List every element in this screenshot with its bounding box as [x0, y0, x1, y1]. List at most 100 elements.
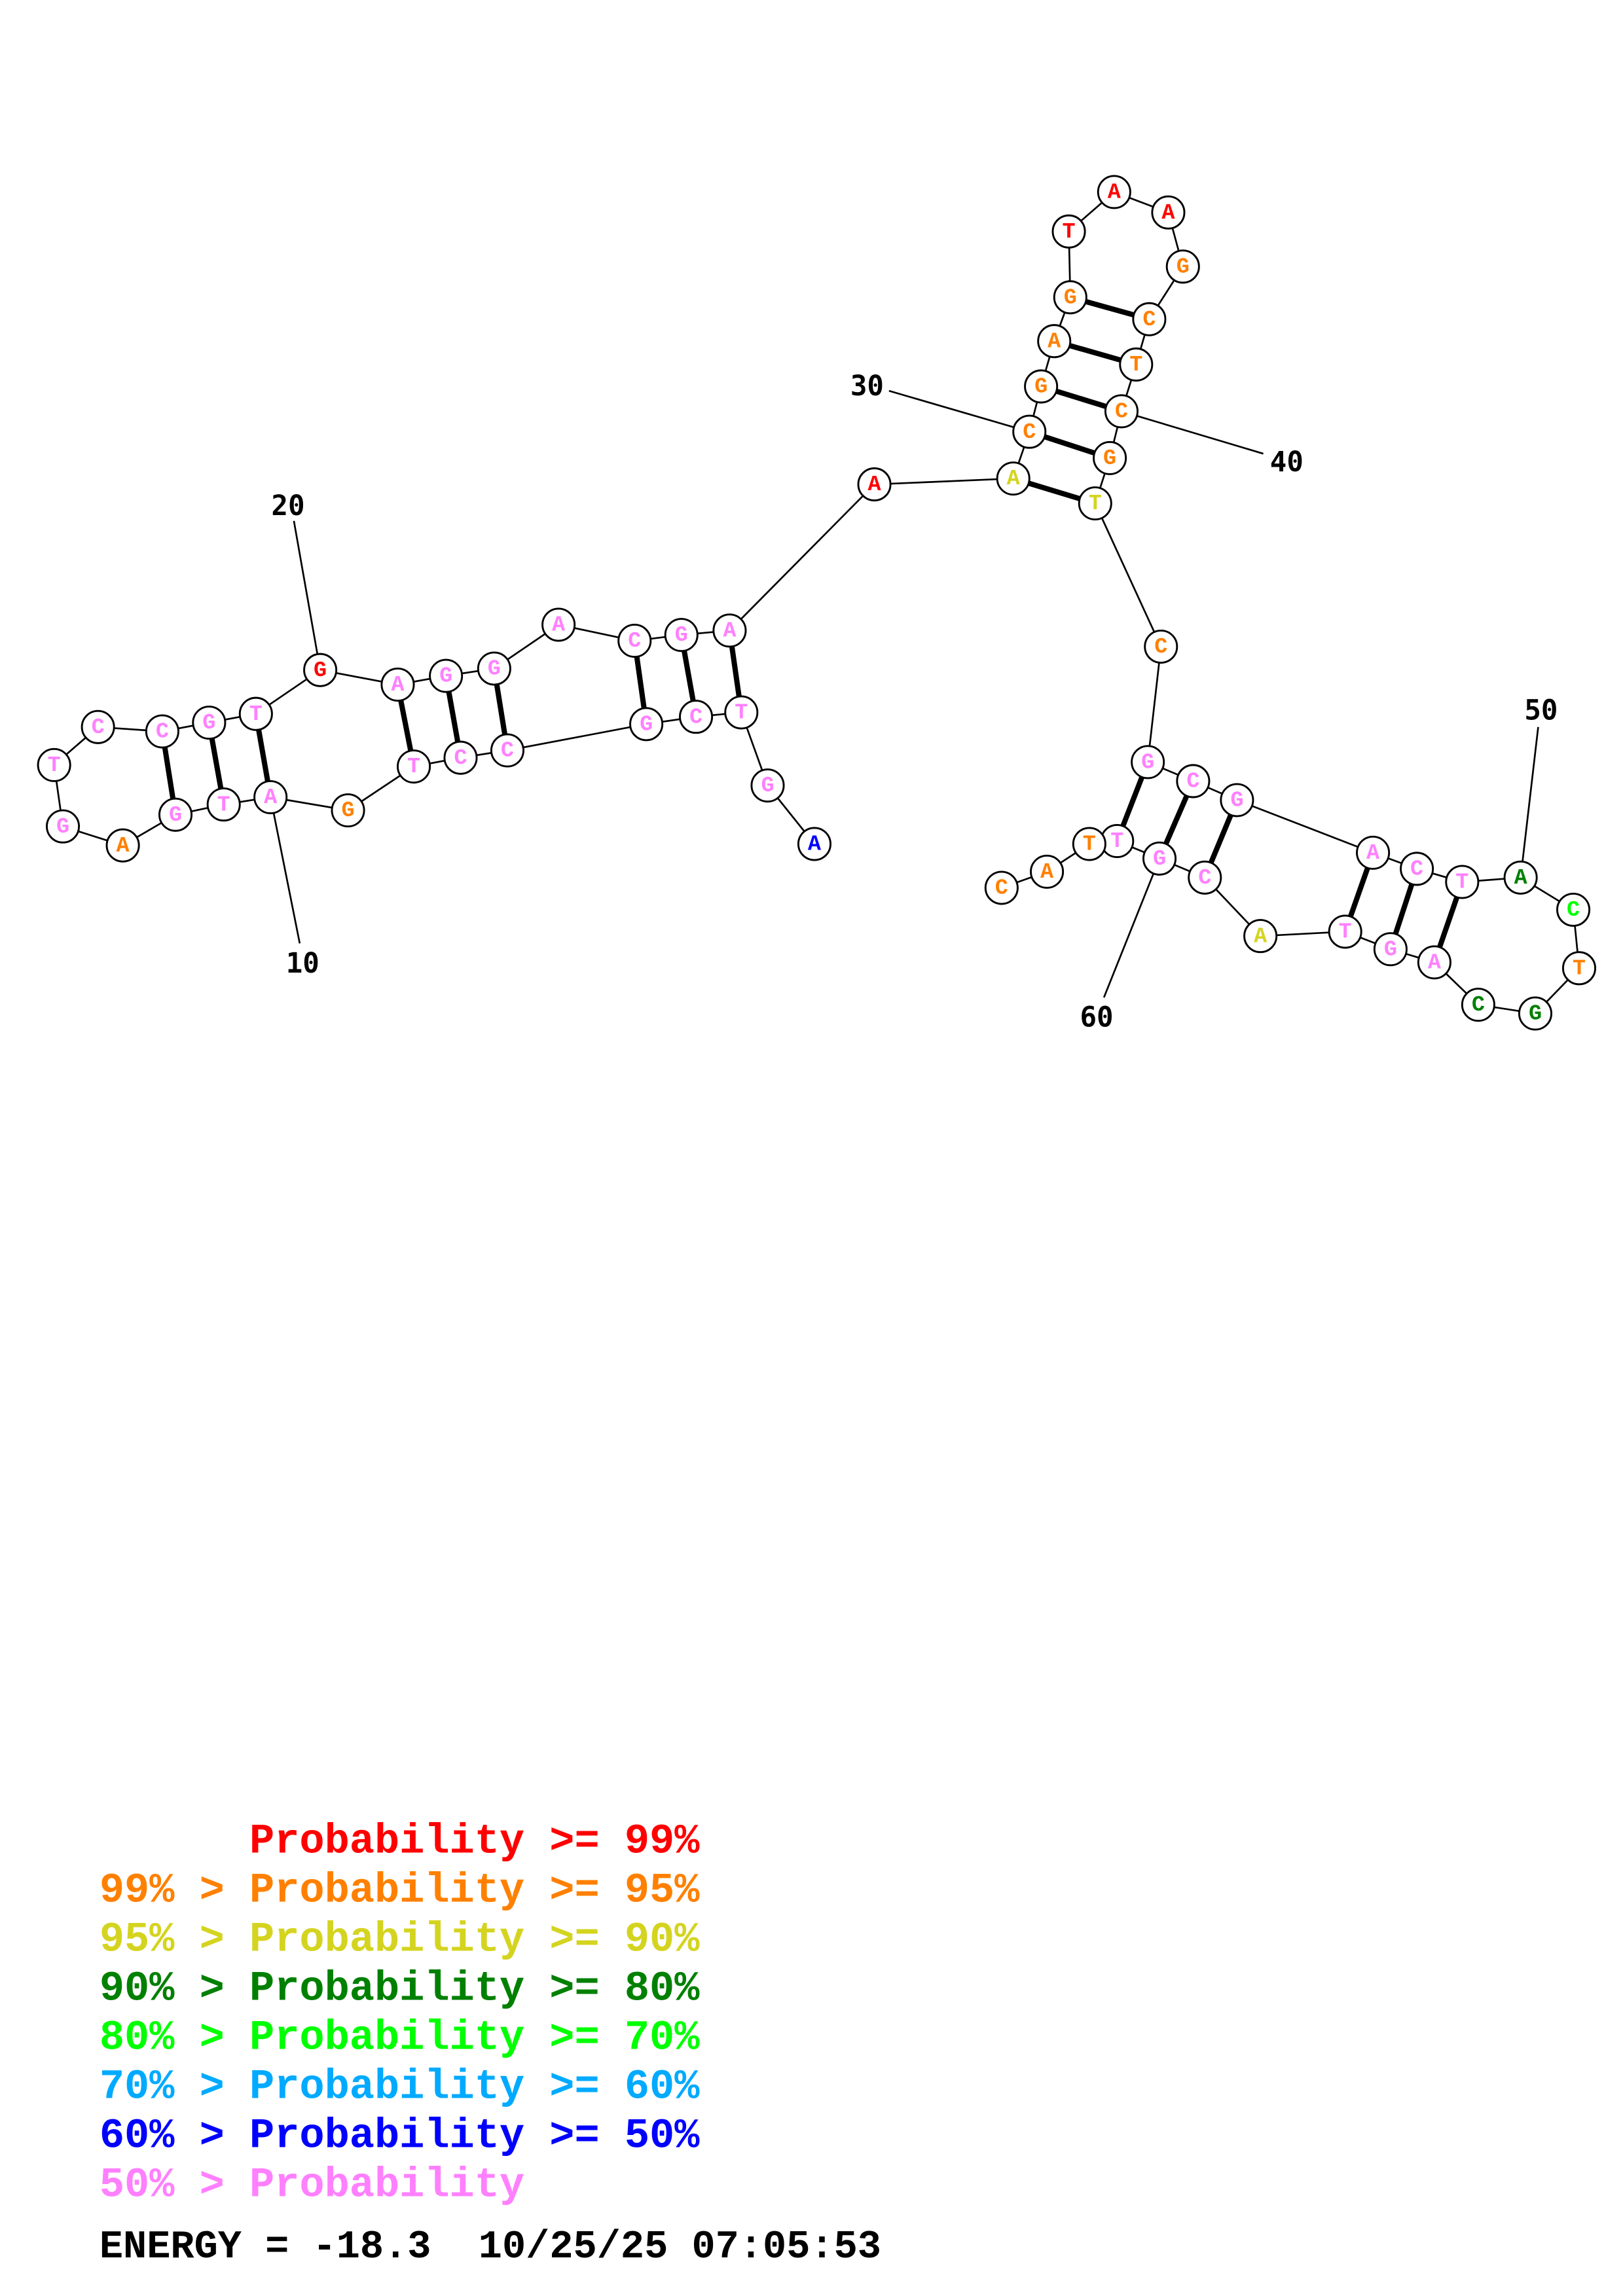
- nucleotide: A: [857, 467, 892, 502]
- nucleotide-letter: G: [761, 774, 774, 798]
- position-tick-line: [1520, 726, 1539, 878]
- nucleotide-circle: [1400, 852, 1434, 886]
- nucleotide: G: [1053, 280, 1087, 315]
- nucleotide-circle: [1356, 835, 1391, 870]
- nucleotide-circle: [192, 706, 227, 740]
- nucleotide-circle: [1176, 764, 1211, 798]
- legend-row-p80: 90% > Probability >= 80%: [100, 1966, 700, 2013]
- nucleotide-letter: A: [1048, 329, 1061, 354]
- nucleotide-letter: T: [1083, 833, 1096, 857]
- nucleotide: G: [303, 653, 338, 687]
- nucleotide: T: [1100, 823, 1135, 859]
- nucleotide-circle: [1037, 324, 1072, 359]
- base-pair-lines: [159, 295, 1465, 963]
- nucleotide-circle: [46, 809, 81, 844]
- nucleotide-letter: A: [117, 834, 130, 859]
- nucleotide-circle: [1243, 919, 1278, 954]
- nucleotide-circle: [206, 787, 241, 822]
- nucleotide: T: [1328, 914, 1362, 949]
- number-tick-lines: [269, 389, 1539, 998]
- nucleotide: T: [1445, 865, 1480, 899]
- nucleotide: C: [1132, 302, 1167, 336]
- nucleotide: A: [1243, 919, 1278, 954]
- nucleotide-letter: C: [1198, 866, 1211, 891]
- nucleotide-circle: [1132, 302, 1167, 336]
- nucleotide: G: [1093, 440, 1127, 475]
- nucleotide-circle: [397, 749, 431, 784]
- nucleotide-letter: C: [1154, 635, 1167, 660]
- nucleotide-circle: [797, 827, 831, 861]
- nucleotide-letter: C: [454, 746, 467, 771]
- nucleotide: G: [1024, 369, 1059, 404]
- nucleotide: A: [1503, 860, 1538, 895]
- nucleotide: A: [1151, 195, 1186, 230]
- nucleotide-letter: C: [1186, 770, 1199, 795]
- nucleotide-circle: [1220, 783, 1254, 817]
- nucleotide: C: [1400, 852, 1434, 886]
- nucleotide-circle: [490, 733, 524, 768]
- legend-row-p99: Probability >= 99%: [100, 1818, 700, 1865]
- nucleotide-letter: A: [391, 673, 405, 698]
- legend-row-p70: 80% > Probability >= 70%: [100, 2015, 700, 2062]
- nucleotide: A: [1030, 854, 1065, 889]
- nucleotide: C: [984, 870, 1019, 905]
- nucleotide-letter: G: [488, 657, 501, 682]
- nucleotide: C: [617, 624, 652, 658]
- nucleotide-circle: [105, 828, 140, 863]
- position-label: 20: [271, 490, 304, 522]
- nucleotide: C: [1188, 860, 1222, 895]
- nucleotide: C: [1556, 892, 1591, 927]
- legend-row-lt50: 50% > Probability: [100, 2162, 524, 2210]
- nucleotide: T: [238, 696, 273, 731]
- nucleotide-letter: C: [92, 715, 105, 740]
- nucleotide-letter: C: [501, 739, 514, 764]
- nucleotide-letter: G: [202, 711, 215, 736]
- nucleotide-letter: C: [1115, 400, 1128, 425]
- nucleotide-letter: G: [1176, 255, 1190, 279]
- nucleotide: G: [158, 797, 193, 832]
- nucleotide-letter: A: [1514, 866, 1528, 891]
- nucleotide: C: [490, 733, 524, 768]
- nucleotide-letter: A: [867, 473, 881, 497]
- nucleotide: G: [664, 618, 699, 653]
- nucleotide: G: [1518, 996, 1553, 1031]
- nucleotide-letter: C: [1410, 857, 1423, 882]
- nucleotide-letter: T: [249, 702, 263, 727]
- nucleotide-circle: [145, 714, 179, 749]
- nucleotide: A: [380, 668, 415, 702]
- nucleotide: T: [1119, 347, 1154, 382]
- nucleotide: C: [1176, 764, 1211, 798]
- nucleotide: A: [1037, 324, 1072, 359]
- nucleotide-letter: C: [689, 705, 702, 730]
- nucleotide: G: [629, 707, 664, 742]
- nucleotide-circle: [1518, 996, 1553, 1031]
- position-tick-line: [1103, 858, 1161, 998]
- nucleotide-letter: A: [552, 613, 566, 638]
- nucleotide-letter: G: [169, 803, 182, 828]
- legend-row-p60: 70% > Probability >= 60%: [100, 2064, 700, 2111]
- nucleotide: C: [145, 714, 179, 749]
- nucleotide-letter: G: [1384, 937, 1397, 962]
- nucleotide-circle: [1417, 945, 1451, 980]
- nucleotide: A: [541, 607, 576, 642]
- legend-row-p90: 95% > Probability >= 90%: [100, 1917, 700, 1964]
- nucleotide-circle: [1144, 629, 1178, 664]
- nucleotide: T: [1561, 951, 1597, 986]
- nucleotide: A: [712, 613, 747, 648]
- nucleotide-circle: [1078, 486, 1112, 521]
- nucleotide-letter: T: [1573, 956, 1586, 981]
- position-tick-line: [1121, 410, 1264, 455]
- nucleotide-letter: C: [1472, 993, 1485, 1018]
- nucleotide-letter: C: [1023, 420, 1036, 445]
- nucleotide-letter: T: [1089, 492, 1102, 516]
- nucleotide: G: [1220, 783, 1254, 817]
- nucleotide: G: [46, 809, 81, 844]
- position-tick-line: [293, 520, 321, 670]
- nucleotide-circle: [712, 613, 747, 648]
- nucleotide: T: [724, 695, 759, 730]
- nucleotide-circle: [1024, 369, 1059, 404]
- nucleotide-letter: G: [675, 623, 688, 648]
